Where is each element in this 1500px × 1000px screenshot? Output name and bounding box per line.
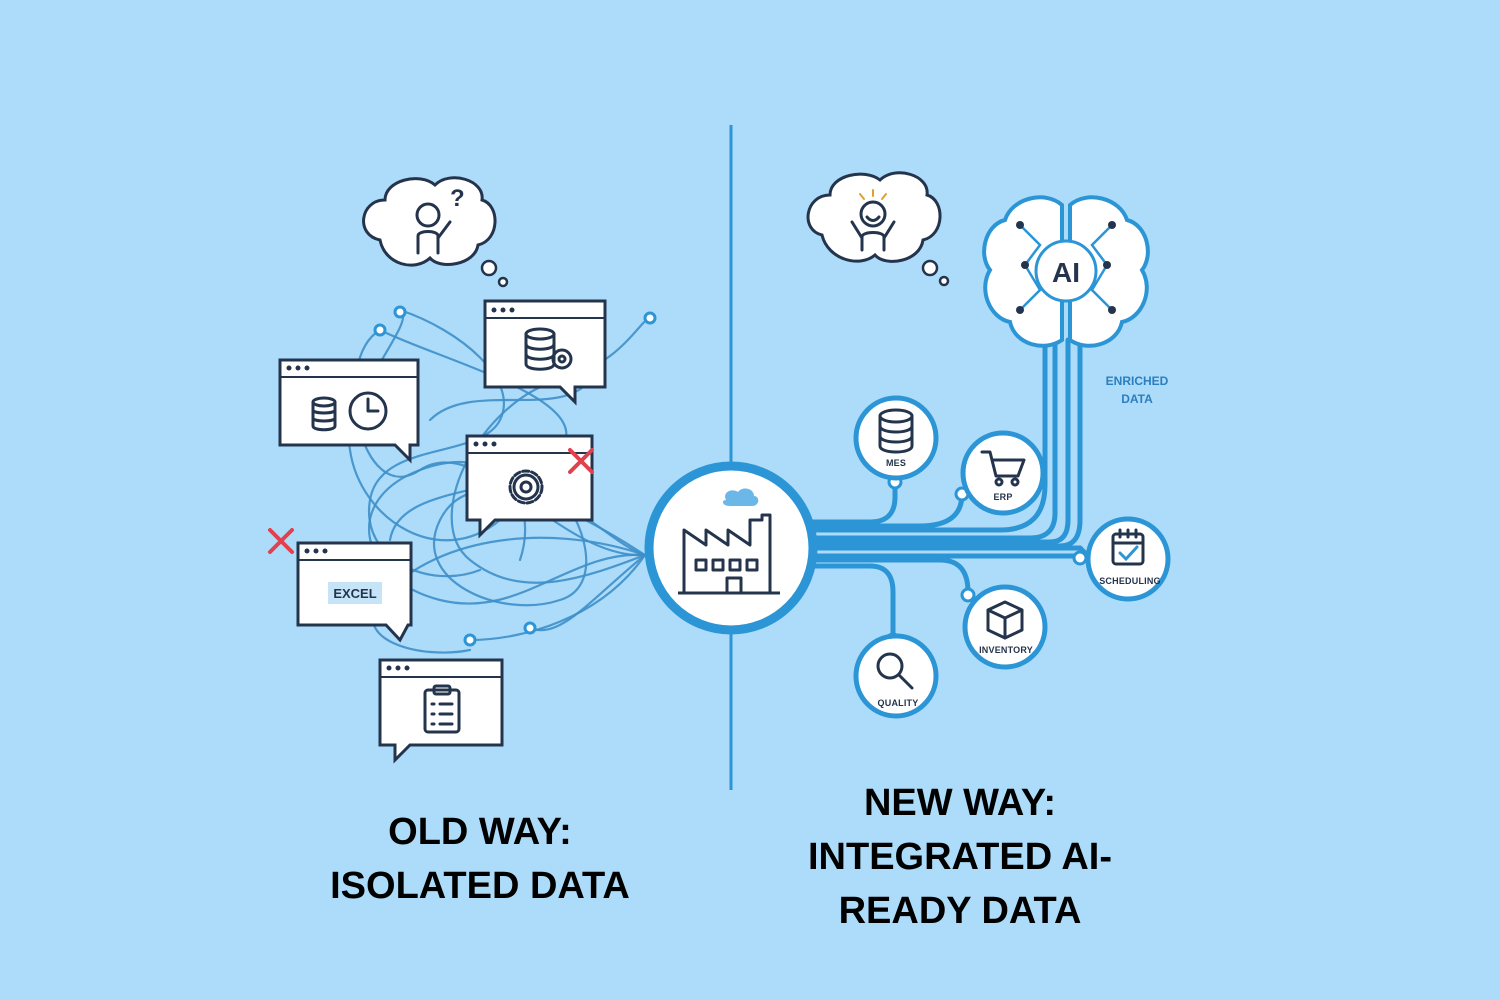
calendar-check-icon <box>1111 528 1145 566</box>
new-way-caption-line2: INTEGRATED AI- <box>808 836 1112 878</box>
factory-hub <box>644 461 818 635</box>
gear-icon <box>551 348 573 370</box>
node-erp: ERP <box>960 430 1046 516</box>
box-icon <box>986 600 1024 640</box>
new-way-caption-line1: NEW WAY: <box>863 782 1057 824</box>
node-scheduling: SCHEDULING <box>1085 516 1171 602</box>
database-icon <box>878 408 914 454</box>
quality-label: QUALITY <box>878 698 919 708</box>
confused-person-icon <box>415 202 452 255</box>
window-coins-clock <box>278 358 420 464</box>
red-x-icon <box>568 448 594 474</box>
window-excel: EXCEL <box>268 528 413 643</box>
mes-label: MES <box>886 458 906 468</box>
integrated-connections <box>810 337 1093 648</box>
magnifier-icon <box>876 652 914 690</box>
node-mes: MES <box>853 395 939 481</box>
red-x-icon <box>268 528 294 554</box>
scheduling-label: SCHEDULING <box>1099 576 1161 586</box>
erp-label: ERP <box>993 492 1012 502</box>
window-gear <box>465 434 594 539</box>
new-way-caption: NEW WAY: INTEGRATED AI- READY DATA <box>760 776 1160 938</box>
clipboard-icon <box>423 684 461 734</box>
enriched-label-line1: ENRICHED <box>1106 374 1169 388</box>
ai-label: AI <box>1052 257 1080 288</box>
node-quality: QUALITY <box>853 633 939 719</box>
question-mark-icon: ? <box>450 185 465 212</box>
happy-person-icon <box>850 189 896 252</box>
clock-icon <box>348 391 388 431</box>
excel-label: EXCEL <box>333 586 376 601</box>
thought-bubble-confused: ? <box>362 176 509 288</box>
new-way-caption-line3: READY DATA <box>838 890 1082 932</box>
enriched-label-line2: DATA <box>1121 392 1153 406</box>
coins-icon <box>311 396 337 432</box>
window-clipboard <box>378 658 504 764</box>
factory-icon <box>678 488 780 595</box>
ai-brain: AI <box>982 195 1150 348</box>
thought-bubble-happy <box>806 171 950 287</box>
node-inventory: INVENTORY <box>962 584 1048 670</box>
inventory-label: INVENTORY <box>979 645 1033 655</box>
window-database-gear <box>483 299 607 406</box>
old-way-caption-line2: ISOLATED DATA <box>330 865 630 907</box>
gear-icon <box>508 469 544 505</box>
old-way-caption: OLD WAY: ISOLATED DATA <box>280 805 680 913</box>
shopping-cart-icon <box>980 450 1026 487</box>
old-way-caption-line1: OLD WAY: <box>388 811 572 853</box>
